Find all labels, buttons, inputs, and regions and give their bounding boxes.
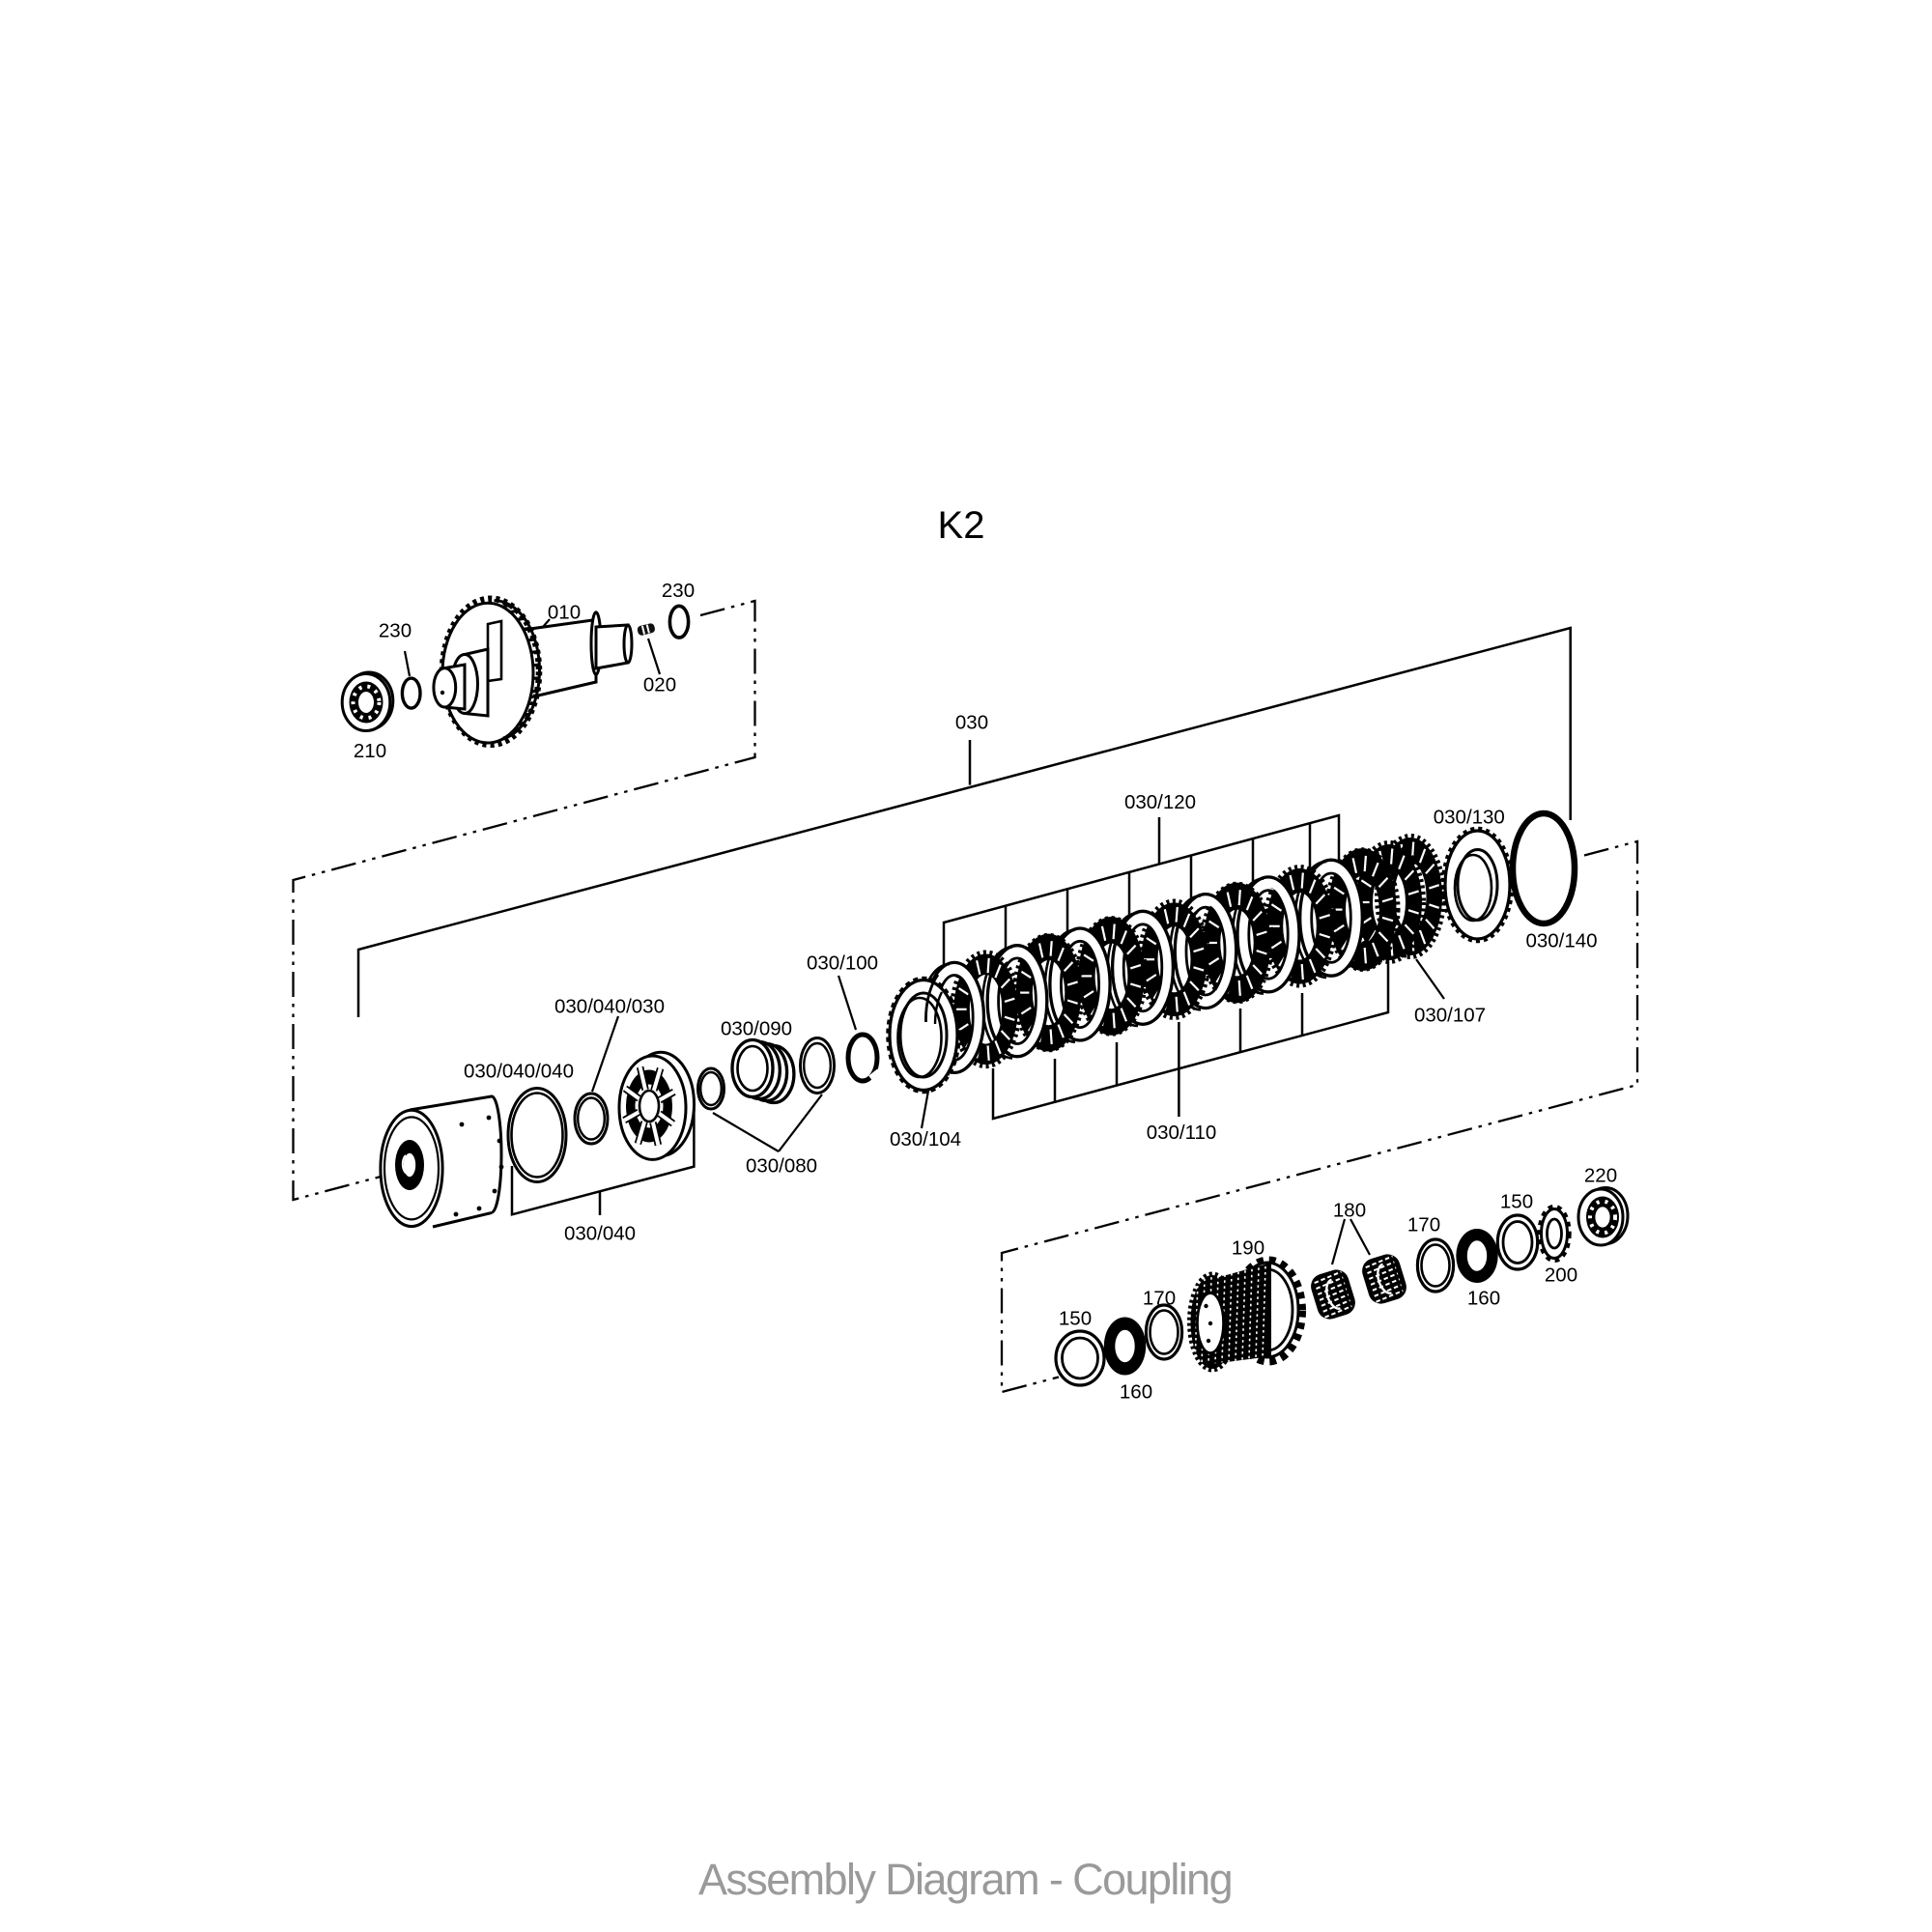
svg-text:230: 230 (662, 580, 695, 602)
svg-text:170: 170 (1143, 1287, 1176, 1309)
svg-text:030/090: 030/090 (721, 1017, 792, 1039)
svg-text:K2: K2 (938, 504, 985, 547)
svg-text:150: 150 (1500, 1190, 1533, 1212)
svg-text:030/120: 030/120 (1124, 791, 1196, 813)
svg-text:210: 210 (354, 740, 386, 762)
svg-text:Assembly Diagram - Coupling: Assembly Diagram - Coupling (698, 1855, 1232, 1904)
svg-text:230: 230 (379, 619, 412, 641)
svg-text:200: 200 (1545, 1264, 1577, 1286)
svg-text:030/110: 030/110 (1147, 1122, 1217, 1144)
svg-text:030/130: 030/130 (1434, 806, 1505, 828)
svg-text:030/040: 030/040 (564, 1222, 636, 1244)
svg-text:030/104: 030/104 (890, 1128, 961, 1151)
svg-text:030/140: 030/140 (1525, 929, 1597, 952)
svg-text:170: 170 (1407, 1213, 1440, 1236)
svg-text:030/107: 030/107 (1414, 1004, 1486, 1026)
svg-text:030: 030 (955, 711, 988, 733)
svg-text:030/040/030: 030/040/030 (554, 995, 665, 1017)
svg-text:030/080: 030/080 (746, 1154, 817, 1177)
svg-text:020: 020 (643, 673, 676, 696)
svg-text:190: 190 (1232, 1236, 1264, 1259)
svg-text:160: 160 (1120, 1380, 1152, 1403)
svg-text:150: 150 (1059, 1307, 1092, 1329)
svg-text:180: 180 (1333, 1199, 1366, 1221)
svg-text:220: 220 (1584, 1164, 1617, 1186)
svg-text:030/100: 030/100 (807, 952, 878, 974)
svg-text:010: 010 (548, 601, 581, 623)
svg-text:160: 160 (1467, 1287, 1500, 1309)
svg-text:030/040/040: 030/040/040 (464, 1060, 574, 1082)
